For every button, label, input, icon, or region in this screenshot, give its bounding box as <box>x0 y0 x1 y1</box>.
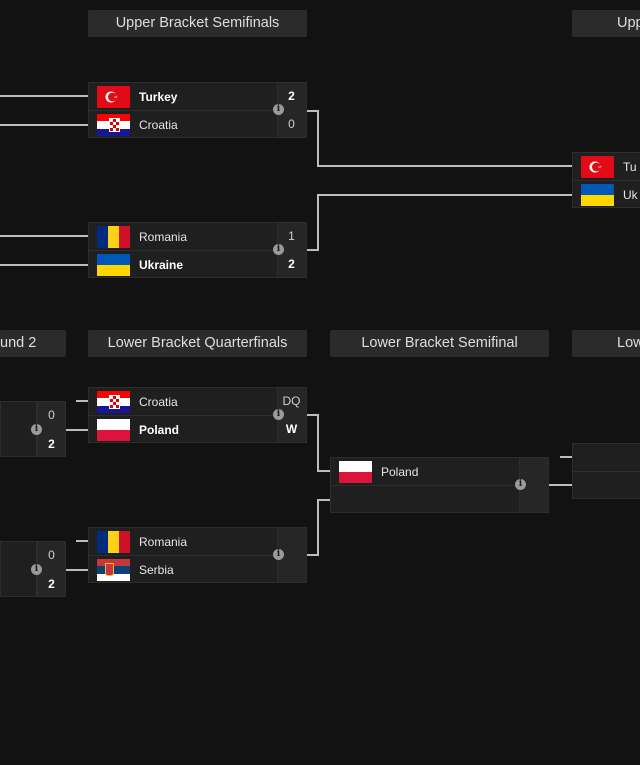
match-slot[interactable]: Romania <box>89 528 277 556</box>
serbia-flag-icon <box>97 558 130 581</box>
round-title-upper-final: Upp <box>572 10 640 37</box>
round-title-lower-final: Low <box>572 330 640 357</box>
match-slot[interactable]: Tu <box>573 153 640 181</box>
connector-line <box>560 456 572 458</box>
score: 1 <box>288 229 295 243</box>
match-lb-qf1[interactable]: Croatia Poland DQ W i <box>88 387 307 443</box>
connector-line <box>66 569 88 571</box>
round-title-upper-semifinals: Upper Bracket Semifinals <box>88 10 307 37</box>
match-slot[interactable]: Croatia <box>89 388 277 416</box>
connector-line <box>76 400 88 402</box>
match-lb-sf[interactable]: Poland i <box>330 457 549 513</box>
round-title-lower-semifinal: Lower Bracket Semifinal <box>330 330 549 357</box>
info-icon[interactable]: i <box>273 244 284 255</box>
connector-line <box>307 110 318 112</box>
romania-flag-icon <box>97 530 130 553</box>
round-title-lower-quarterfinals: Lower Bracket Quarterfinals <box>88 330 307 357</box>
connector-line <box>317 110 319 166</box>
team-name: Romania <box>139 229 188 244</box>
connector-line <box>66 429 88 431</box>
info-icon[interactable]: i <box>515 479 526 490</box>
match-slot[interactable]: Croatia <box>89 111 277 138</box>
info-icon[interactable]: i <box>273 549 284 560</box>
turkey-flag-icon <box>581 155 614 178</box>
match-divider <box>573 471 640 472</box>
match-ub-final[interactable]: Tu Uk <box>572 152 640 208</box>
team-name: Serbia <box>139 562 174 577</box>
match-slot[interactable] <box>331 486 519 513</box>
connector-line <box>317 499 319 556</box>
score: 2 <box>288 89 295 103</box>
team-name: Turkey <box>139 89 178 104</box>
score: 2 <box>48 437 55 451</box>
score: 2 <box>48 577 55 591</box>
team-name: Croatia <box>139 117 178 132</box>
team-name: Poland <box>139 422 180 437</box>
match-slot[interactable]: Turkey <box>89 83 277 111</box>
info-icon[interactable]: i <box>273 104 284 115</box>
connector-line <box>549 484 572 486</box>
connector-line <box>0 264 88 266</box>
team-name: Poland <box>381 464 419 479</box>
connector-line <box>307 249 318 251</box>
info-icon[interactable]: i <box>31 424 42 435</box>
match-slot[interactable]: Poland <box>331 458 519 486</box>
team-name: Tu <box>623 159 637 174</box>
connector-line <box>307 414 318 416</box>
info-icon[interactable]: i <box>273 409 284 420</box>
match-slot[interactable]: Ukraine <box>89 251 277 278</box>
score: 2 <box>288 257 295 271</box>
connector-line <box>307 554 318 556</box>
poland-flag-icon <box>339 460 372 483</box>
connector-line <box>317 499 330 501</box>
team-name: Uk <box>623 187 638 202</box>
match-lb-final-stub[interactable] <box>572 443 640 499</box>
connector-line <box>0 235 88 237</box>
connector-line <box>317 165 572 167</box>
match-slot[interactable]: Romania <box>89 223 277 251</box>
romania-flag-icon <box>97 225 130 248</box>
turkey-flag-icon <box>97 85 130 108</box>
match-lb-r2-a-stub[interactable] <box>0 401 37 457</box>
connector-line <box>317 194 572 196</box>
connector-line <box>317 414 319 471</box>
connector-line <box>317 194 319 251</box>
score: 0 <box>288 117 295 131</box>
round-title-lower-round-2: und 2 <box>0 330 66 357</box>
team-name: Croatia <box>139 394 178 409</box>
match-slot[interactable]: Serbia <box>89 556 277 583</box>
score: DQ <box>282 394 301 408</box>
match-ub-sf1[interactable]: Turkey Croatia 2 0 i <box>88 82 307 138</box>
score: 0 <box>48 408 55 422</box>
team-name: Romania <box>139 534 188 549</box>
connector-line <box>0 124 88 126</box>
ukraine-flag-icon <box>97 253 130 276</box>
connector-line <box>317 470 330 472</box>
score: W <box>285 422 298 436</box>
team-name: Ukraine <box>139 257 184 272</box>
poland-flag-icon <box>97 418 130 441</box>
connector-line <box>0 95 88 97</box>
score: 0 <box>48 548 55 562</box>
match-lb-qf2[interactable]: Romania Serbia i <box>88 527 307 583</box>
match-ub-sf2[interactable]: Romania Ukraine 1 2 i <box>88 222 307 278</box>
croatia-flag-icon <box>97 390 130 413</box>
info-icon[interactable]: i <box>31 564 42 575</box>
match-slot[interactable]: Uk <box>573 181 640 208</box>
croatia-flag-icon <box>97 113 130 136</box>
match-slot[interactable]: Poland <box>89 416 277 443</box>
ukraine-flag-icon <box>581 183 614 206</box>
connector-line <box>76 540 88 542</box>
